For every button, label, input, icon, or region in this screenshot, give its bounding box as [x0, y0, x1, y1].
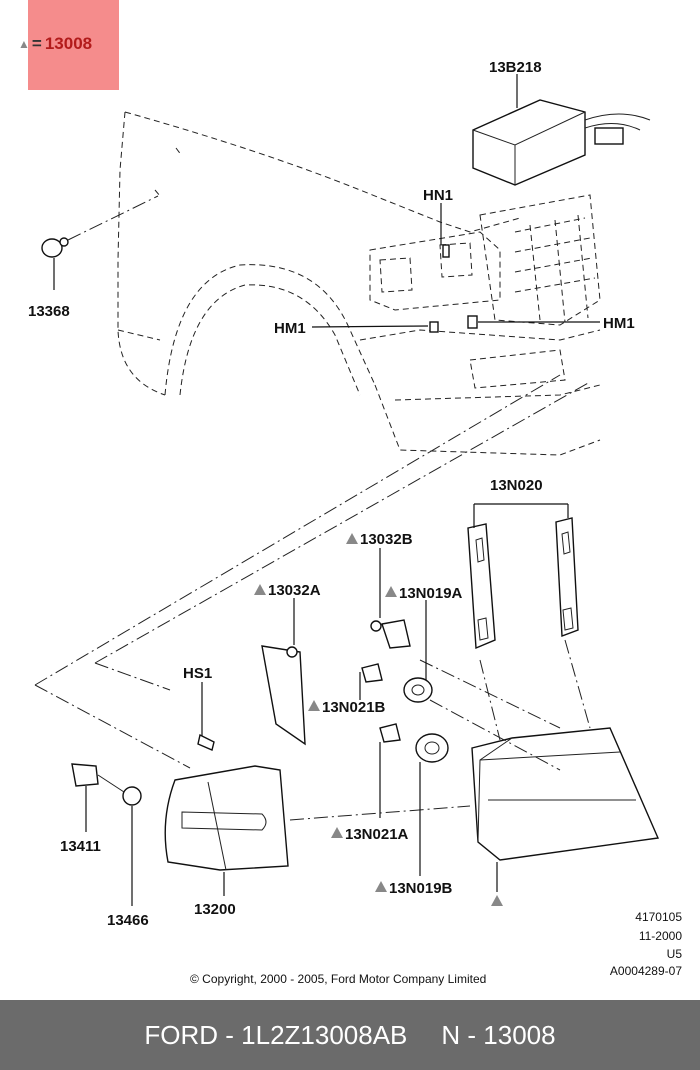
side-marker-bulbs	[71, 763, 142, 806]
triangle-icon	[254, 584, 266, 595]
triangle-icon	[385, 586, 397, 597]
leader-lines	[53, 74, 600, 906]
triangle-icon	[375, 881, 387, 892]
label-13032A: 13032A	[268, 582, 321, 599]
label-HM1-right: HM1	[603, 315, 635, 332]
brackets-13N020	[467, 517, 579, 650]
adjuster-components	[261, 619, 449, 763]
drawing-number: 4170105	[635, 910, 682, 924]
label-13N021A: 13N021A	[345, 826, 409, 843]
label-13B218: 13B218	[489, 59, 542, 76]
triangle-icon	[308, 700, 320, 711]
drawing-id: A0004289-07	[610, 964, 682, 978]
label-13411: 13411	[60, 838, 101, 855]
fender-outline	[117, 111, 601, 456]
alignment-lines	[34, 374, 591, 821]
drawing-date: 11-2000	[639, 929, 682, 943]
lamp-aperture-outline	[369, 231, 566, 389]
legend-code: 13008	[44, 34, 93, 53]
clip-13368	[41, 195, 159, 258]
triangle-icon	[331, 827, 343, 838]
legend-equals: =	[31, 34, 42, 53]
fasteners-hm1-hn1	[429, 244, 478, 333]
label-13032B: 13032B	[360, 531, 413, 548]
side-marker-lamp-13200	[164, 765, 289, 871]
copyright: © Copyright, 2000 - 2005, Ford Motor Com…	[190, 972, 486, 986]
label-13N019A: 13N019A	[399, 585, 463, 602]
grille-outline	[479, 194, 601, 326]
triangle-markers	[254, 533, 503, 906]
legend-highlight	[28, 0, 119, 90]
label-13200: 13200	[194, 901, 236, 918]
drawing-model: U5	[667, 947, 683, 961]
triangle-icon	[491, 895, 503, 906]
label-HM1-left: HM1	[274, 320, 306, 337]
label-13466: 13466	[107, 912, 149, 929]
control-module-13B218	[472, 99, 651, 186]
exploded-parts-diagram: 13B218 HN1 13368 HM1 HM1 13N020 13032B 1…	[28, 59, 683, 986]
triangle-icon: ▲	[18, 37, 30, 51]
label-HN1: HN1	[423, 187, 453, 204]
footer-bar: FORD - 1L2Z13008AB N - 13008	[0, 1000, 700, 1070]
label-HS1: HS1	[183, 665, 212, 682]
screw-hs1	[197, 733, 215, 751]
triangle-icon	[346, 533, 358, 544]
label-13N020: 13N020	[490, 477, 543, 494]
label-13N019B: 13N019B	[389, 880, 453, 897]
label-13368: 13368	[28, 303, 70, 320]
footer-part-number: FORD - 1L2Z13008AB	[144, 1019, 408, 1050]
footer-reference: N - 13008	[441, 1019, 556, 1050]
headlamp-assembly	[471, 727, 660, 861]
legend: ▲ = 13008	[18, 34, 92, 54]
label-13N021B: 13N021B	[322, 699, 386, 716]
